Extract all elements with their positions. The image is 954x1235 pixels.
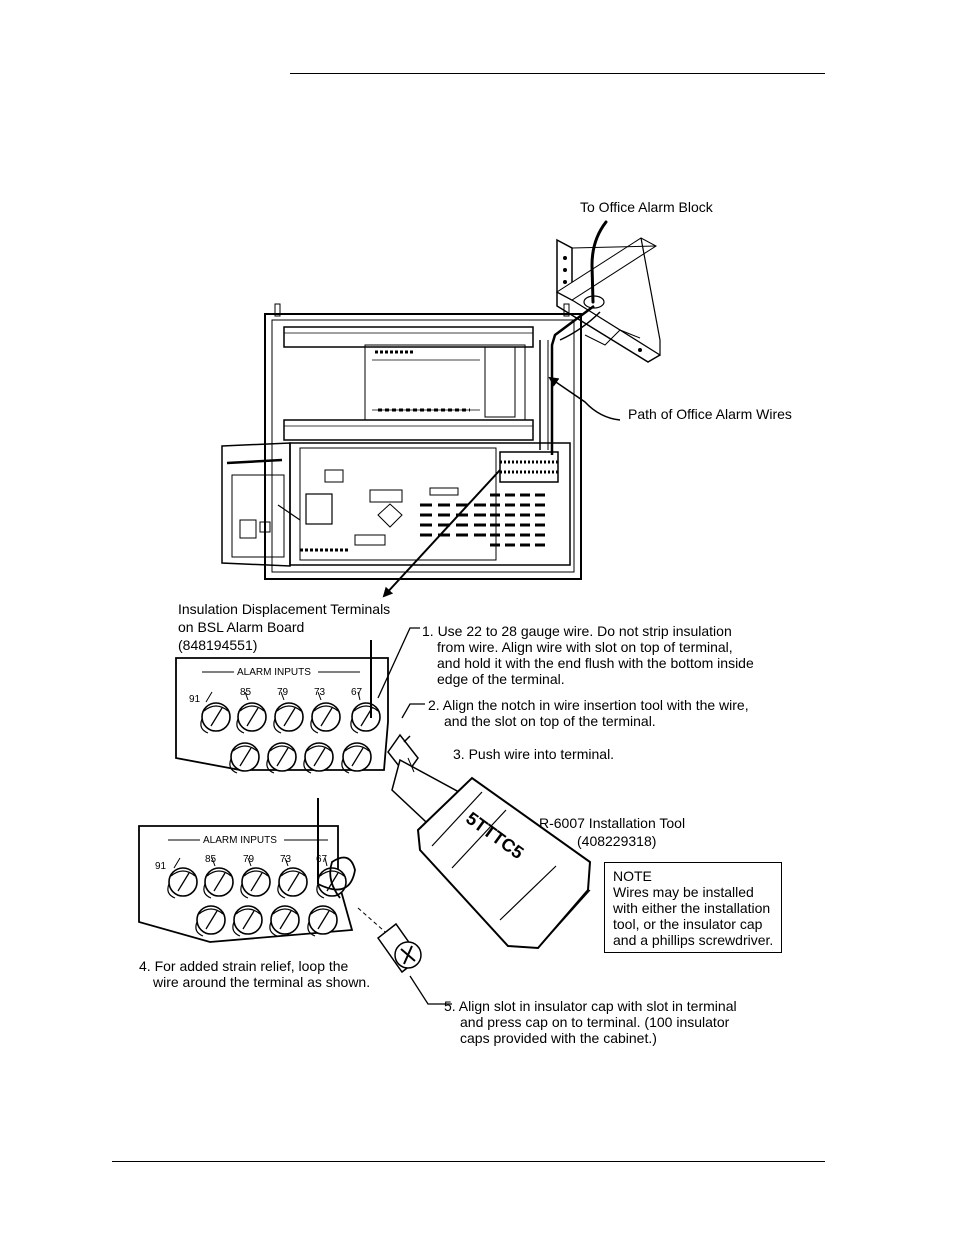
office-alarm-block-label: To Office Alarm Block <box>580 199 713 215</box>
alarm-inputs-label-upper: ALARM INPUTS <box>237 667 311 678</box>
idt-title-line-3: (848194551) <box>178 637 258 653</box>
terminal-number-91-lower: 91 <box>155 861 167 872</box>
tool-number-label: (408229318) <box>577 833 657 849</box>
terminal-number-67-lower: 67 <box>316 854 328 865</box>
step-2-line-2: and the slot on top of the terminal. <box>444 713 656 729</box>
step-1-line-1: 1. Use 22 to 28 gauge wire. Do not strip… <box>422 623 732 639</box>
note-box: NOTE Wires may be installed with either … <box>604 862 782 953</box>
terminal-board-upper <box>175 640 389 774</box>
header-rule <box>290 73 825 74</box>
step-5-line-3: caps provided with the cabinet.) <box>460 1030 657 1046</box>
installation-tool <box>387 733 592 950</box>
idt-title-line-2: on BSL Alarm Board <box>178 619 305 635</box>
terminal-number-73-upper: 73 <box>314 687 326 698</box>
terminal-number-85-lower: 85 <box>205 854 217 865</box>
note-line-2: with either the installation <box>613 900 771 916</box>
terminal-number-91-upper: 91 <box>189 694 201 705</box>
step-1-line-3: and hold it with the end flush with the … <box>437 655 754 671</box>
step-5-line-2: and press cap on to terminal. (100 insul… <box>460 1014 730 1030</box>
step-4-line-1: 4. For added strain relief, loop the <box>139 958 349 974</box>
tool-name-label: R-6007 Installation Tool <box>539 815 686 831</box>
terminal-number-85-upper: 85 <box>240 687 252 698</box>
terminal-number-67-upper: 67 <box>351 687 363 698</box>
equipment-cabinet <box>221 303 582 580</box>
step-5-line-1: 5. Align slot in insulator cap with slot… <box>444 998 737 1014</box>
step-1-line-4: edge of the terminal. <box>437 671 565 687</box>
terminal-board-lower <box>138 798 393 943</box>
insulator-cap <box>376 922 422 974</box>
step-2-line-1: 2. Align the notch in wire insertion too… <box>428 697 749 713</box>
note-line-4: and a phillips screwdriver. <box>613 932 774 948</box>
terminal-number-79-upper: 79 <box>277 687 289 698</box>
note-title: NOTE <box>613 868 652 884</box>
note-line-1: Wires may be installed <box>613 884 754 900</box>
note-line-3: tool, or the insulator cap <box>613 916 763 932</box>
terminal-number-79-lower: 79 <box>243 854 255 865</box>
step-4-line-2: wire around the terminal as shown. <box>153 974 371 990</box>
terminal-number-73-lower: 73 <box>280 854 292 865</box>
idt-title-line-1: Insulation Displacement Terminals <box>178 601 391 617</box>
step-3: 3. Push wire into terminal. <box>453 746 615 762</box>
path-of-wires-label: Path of Office Alarm Wires <box>628 406 792 422</box>
footer-rule <box>112 1161 825 1162</box>
overhead-bracket <box>550 220 661 455</box>
step-1-line-2: from wire. Align wire with slot on top o… <box>437 639 733 655</box>
alarm-inputs-label-lower: ALARM INPUTS <box>203 835 277 846</box>
